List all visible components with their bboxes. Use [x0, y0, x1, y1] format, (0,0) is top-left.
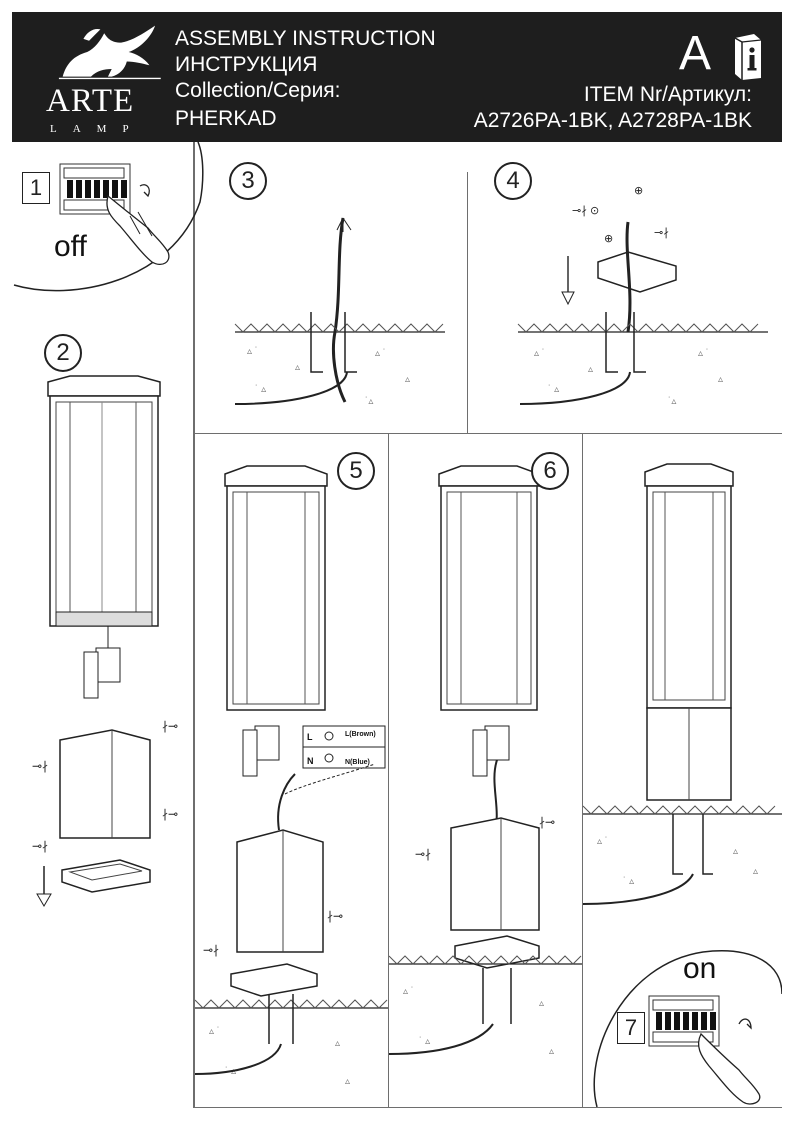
step-3-panel: 3 ▵ ˙ ▵ ▵ ˙ ˙ ▵ ▵ ˙▵ — [195, 142, 467, 433]
final-panel: ▵ ˙ ▵ ˙ ▵ ▵ on 7 — [583, 434, 782, 1107]
svg-text:▵: ▵ — [405, 374, 410, 385]
installed-lamp-illustration: ▵ ˙ ▵ ˙ ▵ ▵ — [583, 463, 782, 1107]
divider-bottom — [193, 1107, 782, 1108]
svg-text:˙ ▵: ˙ ▵ — [548, 384, 559, 395]
svg-text:˙▵: ˙▵ — [365, 396, 373, 407]
brand-subtitle: LAMP — [50, 123, 145, 135]
step-6-panel: 6 ⊸∤ ∤⊸ ▵ ˙ ▵ ˙ ▵ ▵ — [389, 434, 582, 1107]
svg-text:⊸∤: ⊸∤ — [654, 227, 669, 239]
cable-in-ground-illustration: ▵ ˙ ▵ ▵ ˙ ˙ ▵ ▵ ˙▵ — [234, 217, 445, 407]
svg-text:⊕: ⊕ — [634, 185, 643, 197]
svg-text:▵ ˙: ▵ ˙ — [698, 348, 709, 359]
svg-text:▵ ˙: ▵ ˙ — [403, 986, 414, 997]
step-5-number: 5 — [337, 452, 375, 490]
svg-text:▵: ▵ — [733, 846, 738, 857]
wire-l-right: L(Brown) — [345, 731, 376, 738]
collection-label: Collection/Серия: — [175, 79, 341, 102]
wire-n-left: N — [307, 756, 314, 766]
step-4-number: 4 — [494, 162, 532, 200]
item-number-label: ITEM Nr/Артикул: — [583, 83, 752, 106]
svg-text:▵: ▵ — [539, 998, 544, 1009]
svg-text:∤⊸: ∤⊸ — [539, 815, 555, 829]
svg-text:˙▵: ˙▵ — [668, 396, 676, 407]
item-codes: A2726PA-1BK, A2728PA-1BK — [473, 109, 752, 132]
wire-l-left: L — [307, 732, 313, 742]
svg-text:∤⊸: ∤⊸ — [327, 909, 343, 923]
language-letter: A — [679, 27, 712, 80]
title-assembly: ASSEMBLY INSTRUCTION — [175, 27, 436, 50]
step-1-number: 1 — [22, 172, 50, 204]
svg-text:▵: ▵ — [295, 362, 300, 373]
divider-v-6-final — [582, 433, 583, 1108]
griffin-logo-icon — [58, 25, 161, 80]
svg-text:⊸∤: ⊸∤ — [32, 839, 48, 853]
divider-v-mid-top — [467, 172, 468, 434]
switch-off-illustration — [13, 142, 204, 292]
svg-text:▵: ▵ — [335, 1038, 340, 1049]
svg-text:▵: ▵ — [588, 364, 593, 375]
step-7-caption-on: on — [683, 952, 717, 985]
svg-text:⊸∤: ⊸∤ — [32, 759, 48, 773]
wire-n-right: N(Blue) — [345, 759, 370, 766]
step-2-panel: 2 ⊸∤ ∤⊸ ∤⊸ ⊸∤ — [12, 330, 192, 930]
svg-text:⊙: ⊙ — [590, 205, 599, 217]
step-5-panel: 5 L N L(Brown) N(Blue) ∤⊸ ⊸∤ ▵ ˙▵˙ ▵▵ — [195, 434, 388, 1107]
svg-text:˙ ▵: ˙ ▵ — [623, 876, 634, 887]
lamp-exploded-illustration: ⊸∤ ∤⊸ ∤⊸ ⊸∤ — [32, 375, 178, 907]
svg-text:▵ ˙: ▵ ˙ — [247, 346, 258, 357]
info-booklet-icon — [734, 34, 762, 80]
svg-text:∤⊸: ∤⊸ — [162, 807, 178, 821]
header-banner: ARTE LAMP ASSEMBLY INSTRUCTION ИНСТРУКЦИ… — [12, 12, 782, 142]
step-1-panel: 1 off — [12, 142, 212, 302]
svg-text:▵: ▵ — [549, 1046, 554, 1057]
svg-text:▵: ▵ — [718, 374, 723, 385]
divider-v-left — [193, 142, 195, 1108]
step-4-panel: 4 ⊸∤ ⊕ ⊸∤ ⊕ ⊙ ▵ ˙ ▵ ▵ ˙ ˙ ▵ ▵ ˙▵ — [468, 142, 782, 433]
divider-v-5-6 — [388, 433, 389, 1108]
svg-text:▵ ˙: ▵ ˙ — [597, 836, 608, 847]
brand-name: ARTE — [46, 83, 135, 119]
wiring-connection-illustration: L N L(Brown) N(Blue) ∤⊸ ⊸∤ ▵ ˙▵˙ ▵▵ — [195, 465, 388, 1087]
base-mount-illustration: ⊸∤ ⊕ ⊸∤ ⊕ ⊙ ▵ ˙ ▵ ▵ ˙ ˙ ▵ ▵ ˙▵ — [517, 185, 768, 407]
svg-text:▵ ˙: ▵ ˙ — [209, 1026, 220, 1037]
svg-text:˙ ▵: ˙ ▵ — [419, 1036, 430, 1047]
divider-h-top — [193, 433, 782, 434]
svg-text:∤⊸: ∤⊸ — [162, 719, 178, 733]
step-2-number: 2 — [44, 334, 82, 372]
svg-text:▵: ▵ — [345, 1076, 350, 1087]
step-6-number: 6 — [531, 452, 569, 490]
svg-text:⊕: ⊕ — [604, 233, 613, 245]
svg-text:⊸∤: ⊸∤ — [572, 205, 587, 217]
svg-text:˙ ▵: ˙ ▵ — [255, 384, 266, 395]
svg-text:▵ ˙: ▵ ˙ — [375, 348, 386, 359]
step-1-caption-off: off — [54, 230, 87, 263]
svg-text:⊸∤: ⊸∤ — [203, 943, 219, 957]
svg-text:⊸∤: ⊸∤ — [415, 847, 431, 861]
step-3-number: 3 — [229, 162, 267, 200]
title-instruction-ru: ИНСТРУКЦИЯ — [175, 53, 318, 76]
sleeve-assembly-illustration: ⊸∤ ∤⊸ ▵ ˙ ▵ ˙ ▵ ▵ — [389, 465, 582, 1057]
collection-name: PHERKAD — [175, 107, 277, 130]
step-7-number: 7 — [617, 1012, 645, 1044]
svg-text:▵: ▵ — [753, 866, 758, 877]
svg-text:▵ ˙: ▵ ˙ — [534, 348, 545, 359]
